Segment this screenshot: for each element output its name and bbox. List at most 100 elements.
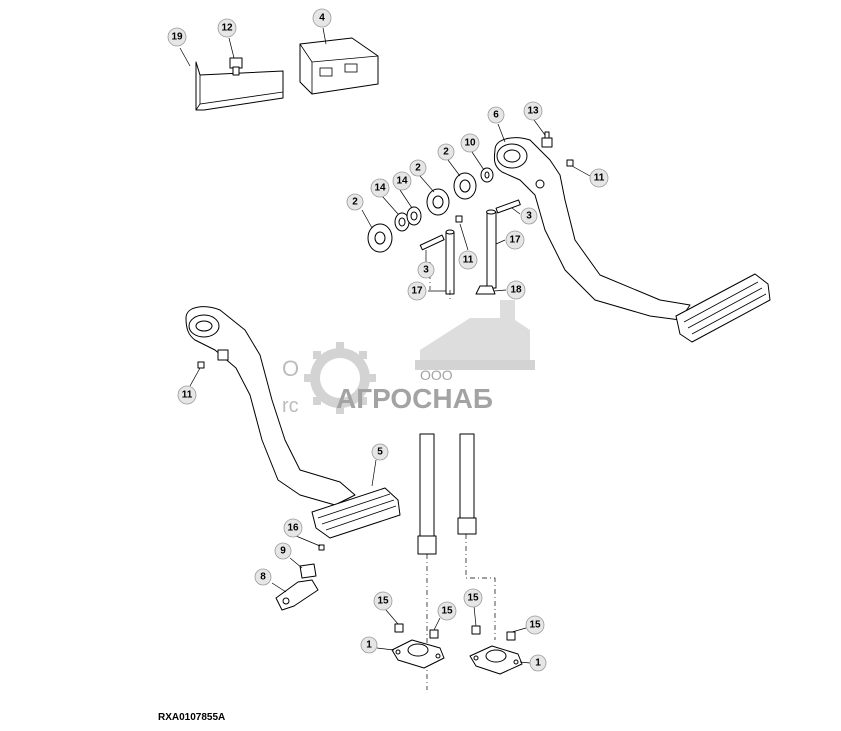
- callout-number: 16: [287, 523, 299, 534]
- callout-15-a: 15: [373, 591, 393, 611]
- callout-11-mid: 11: [458, 250, 478, 270]
- callout-bubble: [370, 178, 390, 198]
- callout-bubble: [217, 18, 237, 38]
- callout-3-right: 3: [520, 207, 538, 225]
- callout-number: 8: [260, 572, 266, 583]
- callout-number: 11: [463, 255, 474, 266]
- rod-part-17-a: [445, 229, 455, 295]
- callout-bubble: [437, 143, 455, 161]
- leader-lines: [179, 27, 591, 664]
- callout-number: 12: [221, 23, 233, 34]
- spacer-part-2-b: [426, 188, 450, 216]
- washer-part-10: [480, 167, 494, 183]
- washer-part-14-b: [406, 206, 422, 226]
- callout-16: 16: [283, 518, 303, 538]
- callout-number: 2: [415, 163, 421, 174]
- callout-bubble: [274, 542, 292, 560]
- callout-number: 18: [510, 285, 522, 296]
- callout-1-left: 1: [360, 636, 378, 654]
- callout-bubble: [505, 230, 525, 250]
- callout-bubble: [346, 193, 364, 211]
- callout-4: 4: [312, 8, 332, 28]
- callout-14-b: 14: [370, 178, 390, 198]
- callout-number: 2: [443, 147, 449, 158]
- callout-bubble: [371, 443, 389, 461]
- washer-stack: [367, 167, 494, 253]
- callout-number: 5: [377, 447, 383, 458]
- callout-9: 9: [274, 542, 292, 560]
- callout-bubble: [529, 654, 547, 672]
- callout-number: 19: [171, 32, 183, 43]
- callout-number: 3: [423, 265, 429, 276]
- callout-number: 17: [411, 286, 423, 297]
- watermark-small-text: ООО: [420, 367, 453, 383]
- callout-number: 17: [509, 235, 521, 246]
- callout-19: 19: [167, 27, 187, 47]
- base-part-1-a: [391, 639, 445, 669]
- callout-15-c: 15: [463, 588, 483, 608]
- callout-1-right: 1: [529, 654, 547, 672]
- callout-8: 8: [254, 568, 272, 586]
- callout-11-left: 11: [177, 385, 197, 405]
- callout-number: 11: [182, 390, 193, 401]
- callout-number: 15: [377, 596, 389, 607]
- watermark-prefix-top: О: [282, 356, 299, 381]
- callout-bubble: [589, 168, 609, 188]
- callout-bubble: [463, 588, 483, 608]
- watermark-logo: О rc ООО АГРОСНАБ: [282, 300, 535, 417]
- callout-number: 2: [352, 197, 358, 208]
- callout-bubble: [458, 250, 478, 270]
- callout-number: 15: [441, 606, 453, 617]
- callout-12: 12: [217, 18, 237, 38]
- callout-bubble: [437, 601, 457, 621]
- callout-bubble: [520, 207, 538, 225]
- screw-part-16: [318, 544, 325, 551]
- callout-number: 1: [366, 640, 372, 651]
- callouts: 19 12 4 13 6 10 2 2 14 14 2 11 3 3 11 17…: [167, 8, 609, 672]
- pin-part-3-a: [419, 234, 445, 251]
- callout-number: 15: [529, 620, 541, 631]
- callout-bubble: [167, 27, 187, 47]
- callout-6: 6: [487, 106, 505, 124]
- callout-2-top: 2: [437, 143, 455, 161]
- bracket-part-19: [195, 61, 284, 111]
- callout-17-left: 17: [407, 281, 427, 301]
- callout-bubble: [392, 171, 412, 191]
- callout-2-mid: 2: [409, 159, 427, 177]
- callout-bubble: [177, 385, 197, 405]
- callout-bubble: [409, 159, 427, 177]
- right-pedal-part-6: [493, 137, 771, 343]
- callout-bubble: [254, 568, 272, 586]
- callout-5: 5: [371, 443, 389, 461]
- callout-bubble: [460, 133, 480, 153]
- callout-10: 10: [460, 133, 480, 153]
- callout-number: 14: [374, 183, 386, 194]
- base-part-1-b: [469, 645, 523, 675]
- figure-id-label: RXA0107855A: [158, 712, 226, 723]
- bolt-part-12: [229, 57, 243, 76]
- callout-number: 9: [280, 546, 286, 557]
- watermark-prefix-bottom: rc: [282, 395, 299, 417]
- callout-bubble: [360, 636, 378, 654]
- bolt-part-13: [541, 131, 553, 148]
- pad-part-4: [299, 37, 379, 95]
- rod-part-17-b: [486, 209, 497, 289]
- callout-number: 15: [467, 593, 479, 604]
- plate-part-8: [275, 579, 319, 611]
- callout-number: 6: [493, 110, 499, 121]
- callout-bubble: [487, 106, 505, 124]
- callout-18: 18: [506, 280, 526, 300]
- lower-rods: [417, 433, 477, 555]
- callout-15-b: 15: [437, 601, 457, 621]
- callout-bubble: [373, 591, 393, 611]
- callout-number: 10: [464, 138, 476, 149]
- spacer-part-2-c: [453, 172, 477, 200]
- pin-part-3-b: [495, 199, 521, 214]
- callout-number: 11: [594, 173, 605, 184]
- callout-11-right: 11: [589, 168, 609, 188]
- spacer-part-2-a: [367, 223, 393, 253]
- callout-number: 13: [527, 106, 539, 117]
- callout-bubble: [283, 518, 303, 538]
- callout-number: 14: [396, 176, 408, 187]
